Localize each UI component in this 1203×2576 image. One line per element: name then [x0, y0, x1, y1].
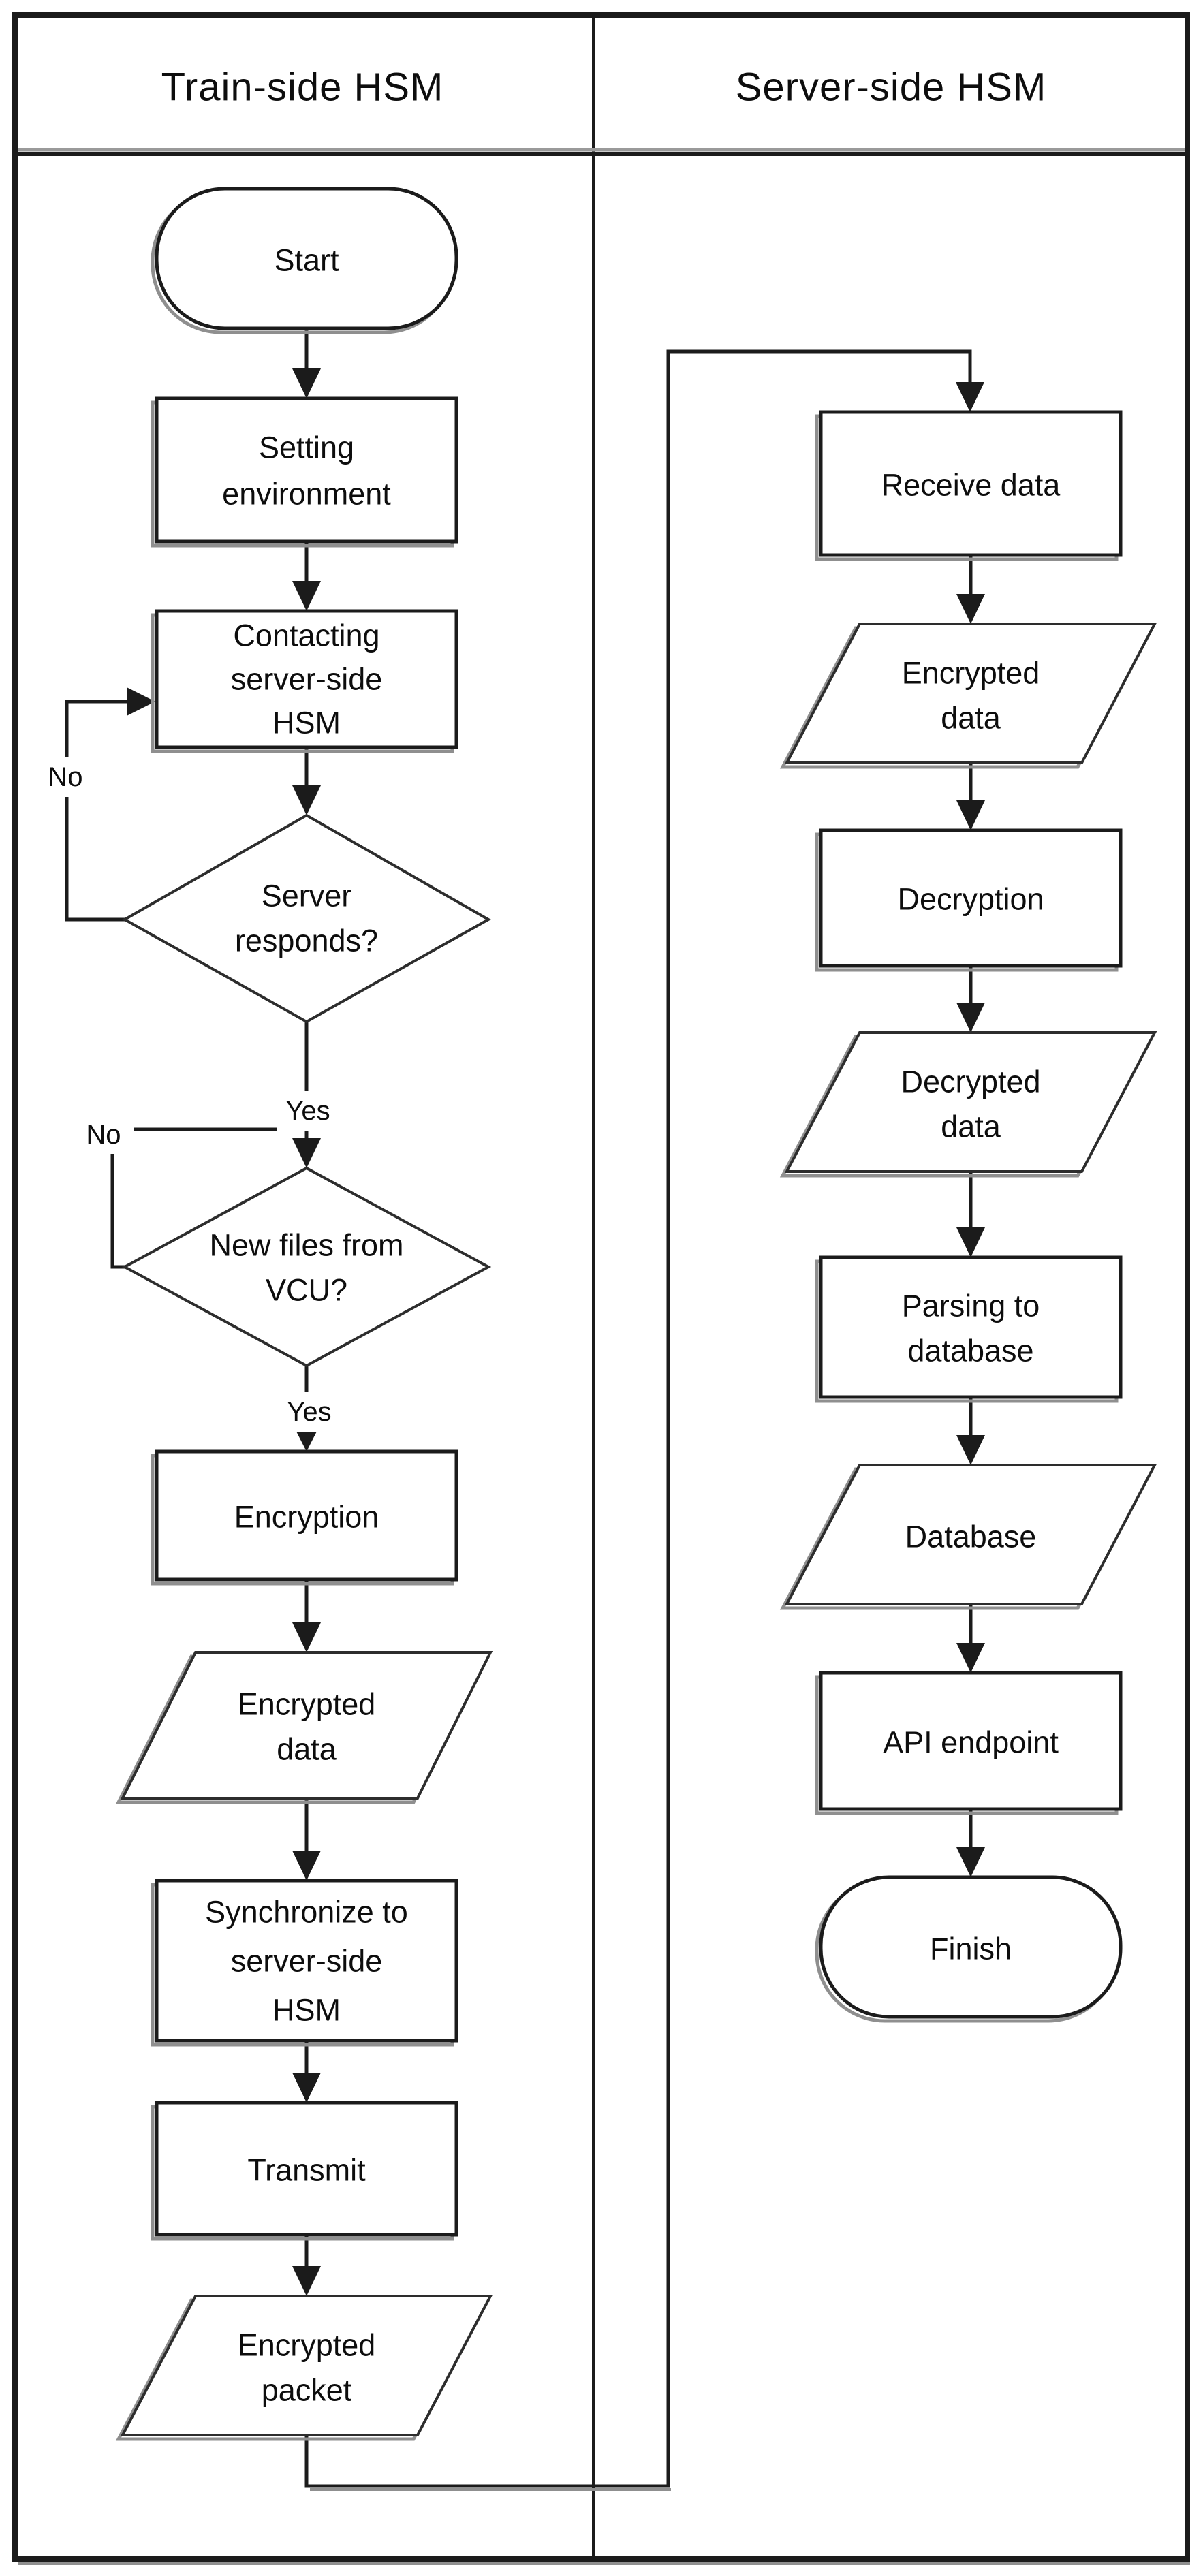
node-label: VCU?: [266, 1273, 347, 1308]
arrowhead-icon: [956, 1847, 985, 1877]
node-receive-data: Receive data: [815, 410, 1123, 561]
data-shape: [120, 1651, 493, 1800]
data-shape: [784, 1464, 1157, 1605]
process-shape: [819, 410, 1123, 557]
arrowhead-icon: [292, 368, 321, 398]
edge-label-no-new-files: No: [86, 1120, 121, 1150]
node-finish: Finish: [815, 1875, 1123, 2023]
data-shape: [784, 1031, 1157, 1173]
node-label: environment: [222, 477, 391, 512]
process-shape: [155, 1449, 458, 1582]
node-label: Encrypted: [238, 2328, 376, 2363]
node-label: Decryption: [897, 882, 1044, 917]
decision-shape: [121, 1166, 492, 1368]
arrowhead-icon: [956, 1227, 985, 1257]
node-label: API endpoint: [883, 1725, 1059, 1760]
arrowhead-icon: [127, 687, 155, 716]
node-new-files-from-vcu: New files from VCU?: [121, 1166, 492, 1368]
node-encrypted-data-right: Encrypted data: [779, 623, 1157, 769]
label-bg: [278, 1392, 341, 1432]
swimlane-frame: Train-side HSM Server-side HSM: [12, 12, 1190, 2565]
edge-no-loop-new-files: [110, 1127, 307, 1269]
arrowhead-icon: [292, 1622, 321, 1652]
process-shape: [819, 1255, 1123, 1399]
process-shape: [155, 1879, 458, 2043]
node-transmit: Transmit: [151, 2101, 458, 2241]
terminator-shape: [155, 187, 458, 330]
label-bg: [35, 757, 95, 797]
node-decrypted-data: Decrypted data: [779, 1031, 1157, 1178]
process-shape: [819, 828, 1123, 968]
node-label: server-side: [231, 662, 383, 697]
node-label: Encrypted: [238, 1687, 376, 1722]
node-label: Setting: [259, 430, 354, 465]
node-label: data: [277, 1732, 337, 1767]
node-label: Encrypted: [902, 656, 1040, 691]
process-shape: [155, 2101, 458, 2237]
lane-title-server-side: Server-side HSM: [736, 65, 1047, 110]
arrowhead-icon: [292, 2073, 321, 2103]
process-shape: [155, 396, 458, 544]
node-api-endpoint: API endpoint: [815, 1671, 1123, 1815]
process-shape: [819, 1671, 1123, 1811]
arrowhead-icon: [956, 1643, 985, 1673]
node-label: Server: [262, 879, 352, 913]
outer-border: [12, 12, 1190, 2562]
edge-labels: No Yes No Yes: [35, 757, 341, 1432]
arrowhead-icon: [956, 1435, 985, 1465]
node-encrypted-packet: Encrypted packet: [115, 2295, 493, 2441]
data-shape: [784, 623, 1157, 764]
node-label: Database: [905, 1520, 1037, 1554]
node-label: Finish: [930, 1932, 1012, 1966]
process-shape: [155, 609, 458, 749]
node-label: New files from: [209, 1228, 403, 1263]
node-label: HSM: [272, 706, 341, 740]
arrowhead-icon: [292, 581, 321, 611]
arrowhead-icon: [956, 800, 985, 830]
node-label: Decrypted: [901, 1065, 1040, 1099]
node-label: Receive data: [881, 468, 1061, 503]
edge-no-loop-server-responds: [65, 700, 144, 922]
node-label: Contacting: [233, 618, 379, 653]
node-synchronize-to-server-side-hsm: Synchronize to server-side HSM: [151, 1879, 458, 2047]
node-setting-environment: Setting environment: [151, 396, 458, 548]
node-label: Start: [274, 243, 339, 278]
node-label: Transmit: [247, 2153, 366, 2188]
node-start: Start: [151, 187, 458, 334]
node-label: data: [941, 1110, 1001, 1144]
node-server-responds: Server responds?: [121, 813, 492, 1024]
edge-label-yes-server-responds: Yes: [285, 1096, 330, 1126]
node-label: server-side: [231, 1944, 383, 1979]
node-label: data: [941, 701, 1001, 736]
arrowhead-icon: [956, 594, 985, 624]
decision-shape: [121, 813, 492, 1024]
label-bg: [74, 1116, 134, 1154]
edge-encryptedpacket-to-receivedata: [304, 349, 972, 2488]
arrowhead-icon: [292, 1851, 321, 1881]
arrowhead-icon: [956, 1003, 985, 1033]
node-label: Synchronize to: [205, 1895, 408, 1930]
terminator-shape: [819, 1875, 1123, 2019]
lane-title-train-side: Train-side HSM: [161, 65, 444, 110]
node-encryption: Encryption: [151, 1449, 458, 1586]
data-shape: [120, 2295, 493, 2436]
arrowhead-icon: [292, 785, 321, 815]
node-parsing-to-database: Parsing to database: [815, 1255, 1123, 1403]
node-database: Database: [779, 1464, 1157, 1610]
node-label: HSM: [272, 1993, 341, 2028]
node-label: Parsing to: [902, 1289, 1040, 1323]
node-contacting-server-side-hsm: Contacting server-side HSM: [151, 609, 458, 753]
arrowhead-icon: [292, 2266, 321, 2296]
node-encrypted-data-left: Encrypted data: [115, 1651, 493, 1804]
node-label: packet: [262, 2373, 352, 2408]
arrowhead-icon: [292, 1138, 321, 1168]
edge-label-no-server-responds: No: [48, 762, 82, 792]
node-label: database: [907, 1334, 1033, 1368]
node-label: Encryption: [234, 1500, 379, 1535]
arrowhead-icon: [956, 382, 984, 412]
node-decryption: Decryption: [815, 828, 1123, 972]
node-label: responds?: [235, 924, 378, 958]
label-bg: [277, 1091, 339, 1131]
edge-label-yes-new-files: Yes: [287, 1397, 331, 1427]
